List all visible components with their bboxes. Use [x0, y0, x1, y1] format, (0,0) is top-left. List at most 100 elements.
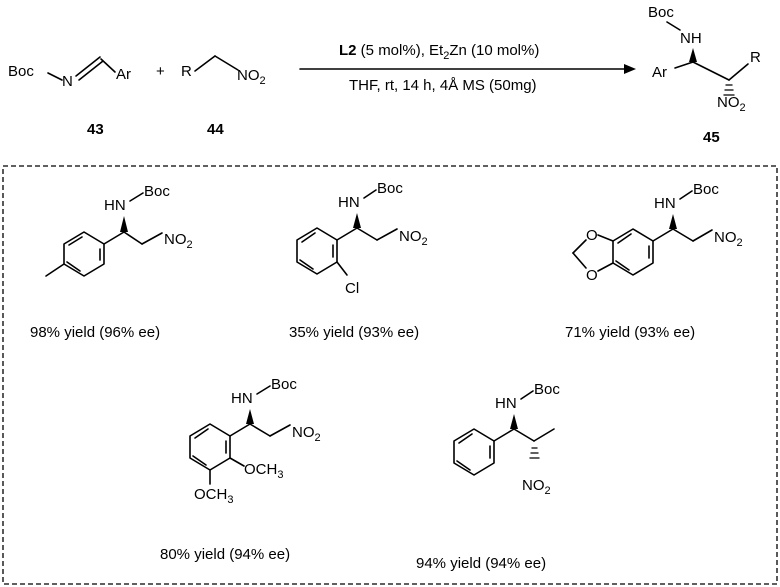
- hashed-bond: [723, 84, 735, 96]
- aromatic-bond: [615, 260, 630, 271]
- aromatic-bond: [458, 433, 473, 444]
- aromatic-bond: [66, 261, 81, 272]
- aromatic-bond: [192, 455, 207, 466]
- nitro-label: NO2: [164, 231, 193, 251]
- aromatic-bond: [617, 233, 632, 244]
- boc-label: Boc: [534, 381, 560, 398]
- bond: [572, 252, 587, 269]
- substrate-scope-box: [2, 165, 778, 585]
- plus-sign: +: [156, 63, 165, 80]
- methoxy-label: OCH3: [244, 461, 283, 481]
- yield-caption: 94% yield (94% ee): [416, 555, 546, 572]
- product-ar-label: Ar: [652, 64, 667, 81]
- bond: [513, 428, 535, 442]
- bond: [666, 21, 681, 31]
- bond: [692, 61, 730, 81]
- bond: [256, 385, 271, 395]
- bond: [679, 190, 693, 200]
- compound-label-43: 43: [87, 121, 104, 138]
- boc-label: Boc: [271, 376, 297, 393]
- bond: [520, 390, 534, 400]
- reactant-imine-43: Boc N Ar 43: [8, 56, 131, 138]
- nitro-label: NO2: [292, 424, 321, 444]
- example-2-3-dimethoxyphenyl: HN Boc NO2 OCH3 OCH3 80% yield (94% ee): [160, 376, 321, 563]
- product-45: Boc NH Ar R NO2 45: [648, 4, 761, 146]
- yield-caption: 35% yield (93% ee): [289, 324, 419, 341]
- nitro-label: NO2: [399, 228, 428, 248]
- methyl-bond: [45, 263, 65, 277]
- arrow-head: [624, 64, 636, 74]
- benzene-ring: [63, 231, 105, 277]
- compound-label-44: 44: [207, 121, 224, 138]
- bond: [674, 61, 694, 69]
- double-bond: [75, 56, 101, 77]
- bond: [249, 423, 271, 437]
- bond: [194, 55, 216, 72]
- boc-label: Boc: [144, 183, 170, 200]
- bond: [597, 262, 614, 272]
- nitroalkane-r-label: R: [181, 63, 192, 80]
- aromatic-bond: [301, 232, 316, 243]
- example-4-methylphenyl: HN Boc NO2 98% yield (96% ee): [30, 183, 193, 341]
- wedge-bond: [669, 214, 677, 229]
- oxygen-label: O: [586, 227, 598, 244]
- bond: [336, 261, 348, 276]
- example-benzodioxolyl: HN Boc NO2 O O 71% yield (93% ee): [565, 181, 743, 341]
- bond: [100, 58, 116, 73]
- imine-boc-label: Boc: [8, 63, 34, 80]
- nitro-label: NO2: [522, 477, 551, 497]
- bond: [572, 239, 587, 254]
- benzene-ring: [453, 428, 495, 476]
- methoxy-label: OCH3: [194, 486, 233, 506]
- benzene-ring: [189, 423, 231, 471]
- bond: [363, 189, 377, 199]
- yield-caption: 71% yield (93% ee): [565, 324, 695, 341]
- double-bond: [78, 60, 104, 81]
- bond: [129, 192, 144, 202]
- bond: [672, 228, 694, 242]
- bond: [728, 63, 749, 81]
- benzene-ring: [612, 228, 654, 276]
- example-phenyl-nitroethyl: HN Boc NO2 94% yield (94% ee): [416, 381, 560, 572]
- aromatic-bond: [456, 460, 471, 471]
- oxygen-label: O: [586, 267, 598, 284]
- bond: [214, 55, 239, 71]
- bond: [229, 457, 245, 467]
- compound-label-45: 45: [703, 129, 720, 146]
- reaction-arrow: [299, 64, 636, 74]
- bond: [376, 228, 398, 241]
- bond: [141, 232, 163, 245]
- nh-label: HN: [338, 194, 360, 211]
- bond: [597, 234, 614, 242]
- wedge-bond: [246, 409, 254, 424]
- bond: [652, 228, 674, 242]
- product-boc-label: Boc: [648, 4, 674, 21]
- product-nitro-label: NO2: [717, 94, 746, 114]
- bond: [692, 229, 713, 242]
- wedge-bond: [120, 216, 128, 232]
- yield-caption: 98% yield (96% ee): [30, 324, 160, 341]
- methyl-bond: [533, 428, 555, 442]
- nh-label: HN: [104, 197, 126, 214]
- yield-caption: 80% yield (94% ee): [160, 546, 290, 563]
- reactant-nitroalkane-44: R NO2 44: [181, 55, 266, 138]
- aromatic-bond: [299, 259, 314, 270]
- nh-label: HN: [231, 390, 253, 407]
- bond: [336, 227, 358, 241]
- bond: [47, 72, 63, 81]
- hashed-bond: [529, 447, 540, 459]
- conditions-line-1: L2 (5 mol%), Et2Zn (10 mol%): [339, 42, 539, 62]
- bond: [123, 231, 143, 245]
- wedge-bond: [353, 213, 361, 228]
- aromatic-bond: [68, 236, 83, 246]
- boc-label: Boc: [693, 181, 719, 198]
- product-nh-label: NH: [680, 30, 702, 47]
- conditions-line-2: THF, rt, 14 h, 4Å MS (50mg): [349, 77, 537, 94]
- aromatic-bond: [194, 428, 209, 439]
- bond: [103, 231, 125, 245]
- nh-label: HN: [654, 195, 676, 212]
- nh-label: HN: [495, 395, 517, 412]
- bond: [356, 227, 378, 241]
- boc-label: Boc: [377, 180, 403, 197]
